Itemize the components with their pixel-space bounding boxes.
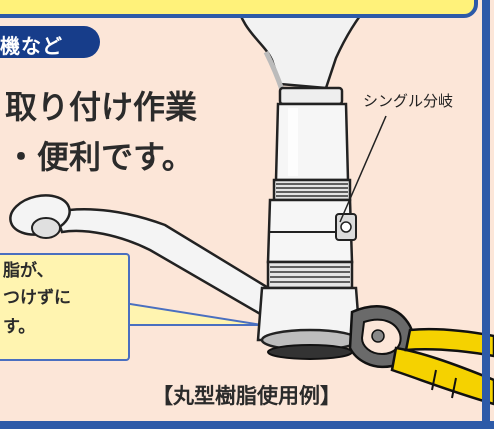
callout-text-1: 脂が、 <box>3 261 54 281</box>
headline-line-1: 取り付け作業 <box>5 88 198 126</box>
category-pill-label: 機など <box>0 34 63 58</box>
category-pill <box>0 26 100 58</box>
callout-text-3: す。 <box>3 317 36 337</box>
callout-text-2: つけずに <box>3 288 71 308</box>
callout-box <box>0 253 130 361</box>
figure-caption: 【丸型樹脂使用例】 <box>152 384 341 408</box>
frame-border-bottom <box>0 421 494 429</box>
product-label: シングル分岐 <box>363 92 454 110</box>
frame-border-right <box>482 0 490 429</box>
wrench-illustration <box>348 305 494 406</box>
top-banner <box>0 0 478 18</box>
headline-line-2: ・便利です。 <box>5 138 194 176</box>
